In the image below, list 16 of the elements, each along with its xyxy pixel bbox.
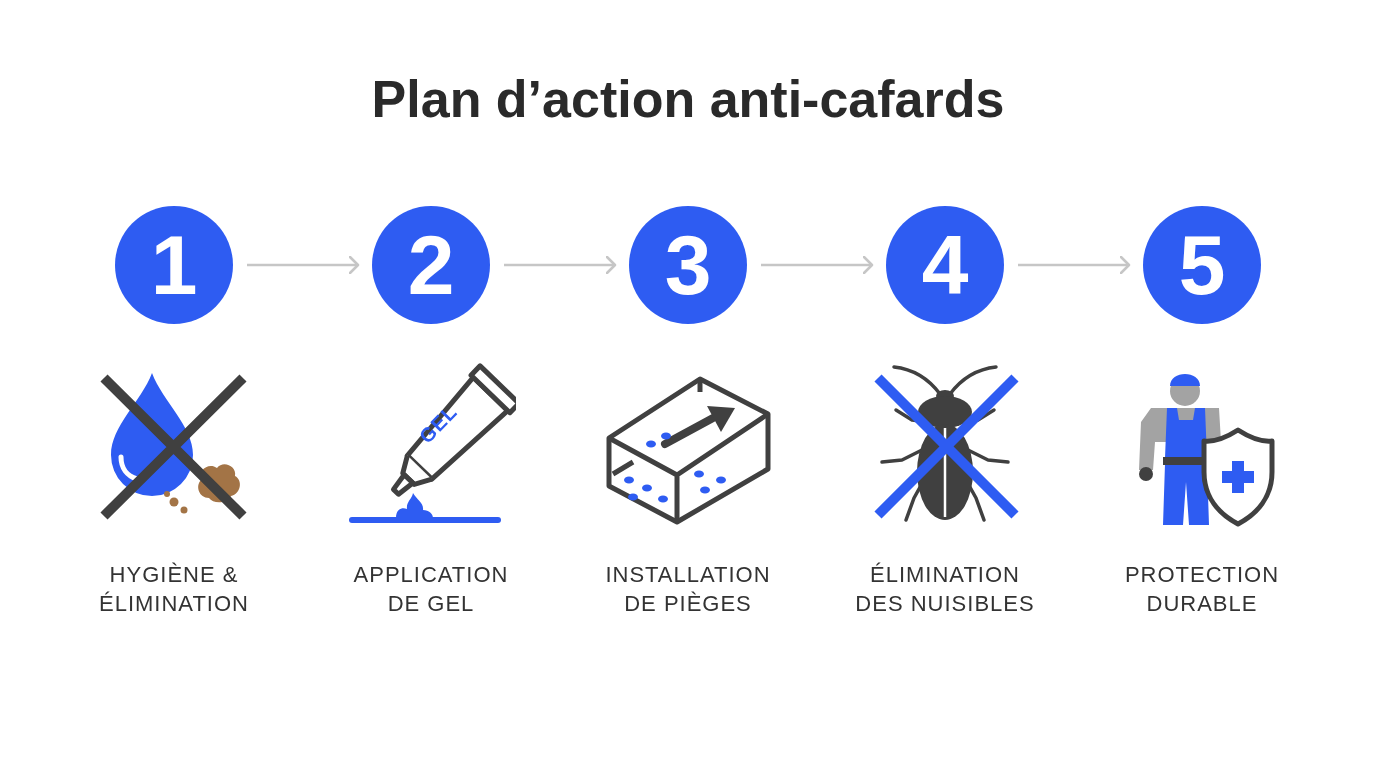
step-number: 5	[1178, 223, 1226, 307]
step-number: 3	[664, 223, 712, 307]
diagram-title: Plan d’action anti-cafards	[371, 69, 1005, 130]
arrow	[247, 255, 360, 275]
step-label: PROTECTION DURABLE	[1123, 561, 1281, 618]
step-label: ÉLIMINATION DES NUISIBLES	[854, 561, 1036, 618]
arrow	[504, 255, 617, 275]
step-label: APPLICATION DE GEL	[352, 561, 510, 618]
arrow	[1018, 255, 1131, 275]
arrow	[761, 255, 874, 275]
step-number: 1	[150, 223, 198, 307]
step-number: 2	[407, 223, 455, 307]
step-label: INSTALLATION DE PIÈGES	[604, 561, 772, 618]
step-label: HYGIÈNE & ÉLIMINATION	[98, 561, 250, 618]
tube-label: GEL	[414, 400, 462, 448]
step-number: 4	[921, 223, 969, 307]
